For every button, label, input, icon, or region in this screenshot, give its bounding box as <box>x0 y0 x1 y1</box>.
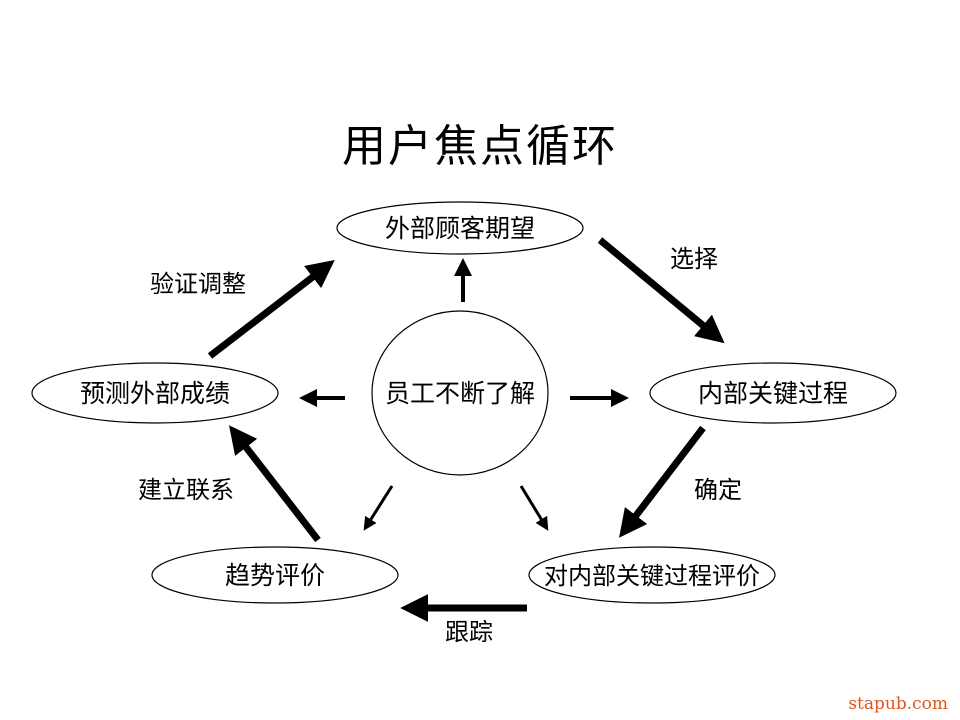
node-employee-understanding: 员工不断了解 <box>371 310 549 476</box>
node-trend-evaluation: 趋势评价 <box>151 546 399 604</box>
watermark: stapub.com <box>848 694 948 714</box>
arrow-verify <box>207 260 335 359</box>
arrow-link <box>228 425 321 543</box>
node-customer-expectation-label: 外部顾客期望 <box>385 214 535 243</box>
arrow-select <box>597 237 725 344</box>
node-trend-evaluation-label: 趋势评价 <box>225 561 325 590</box>
node-internal-process-evaluation: 对内部关键过程评价 <box>528 546 776 604</box>
edge-label-track: 跟踪 <box>445 618 493 646</box>
edge-label-confirm: 确定 <box>694 476 742 504</box>
arrow-center-down-right <box>519 485 549 531</box>
diagram-title: 用户焦点循环 <box>342 121 618 172</box>
edge-label-verify: 验证调整 <box>150 270 246 298</box>
edge-label-link: 建立联系 <box>138 476 234 504</box>
node-customer-expectation: 外部顾客期望 <box>336 201 584 255</box>
node-forecast-external-results-label: 预测外部成绩 <box>80 379 230 408</box>
arrow-confirm <box>619 425 706 538</box>
node-internal-process-evaluation-label: 对内部关键过程评价 <box>544 562 760 590</box>
edge-label-select: 选择 <box>670 245 718 273</box>
node-employee-understanding-label: 员工不断了解 <box>385 379 535 408</box>
node-internal-key-process-label: 内部关键过程 <box>698 379 848 408</box>
arrow-center-down-left <box>363 485 394 531</box>
node-internal-key-process: 内部关键过程 <box>649 362 897 424</box>
node-forecast-external-results: 预测外部成绩 <box>31 362 279 424</box>
